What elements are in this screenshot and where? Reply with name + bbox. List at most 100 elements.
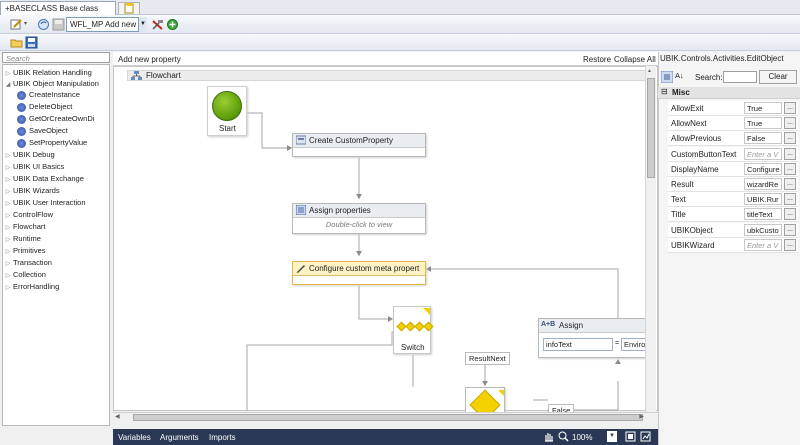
expand-arrow-icon[interactable]: ▷ <box>5 153 11 159</box>
tools-icon[interactable] <box>151 18 164 31</box>
horizontal-scrollbar[interactable]: ◀ ▶ <box>113 412 658 422</box>
ellipsis-button[interactable]: ... <box>784 117 796 130</box>
ellipsis-button[interactable]: ... <box>784 178 796 190</box>
expand-arrow-icon[interactable]: ▷ <box>5 189 11 195</box>
expand-arrow-icon[interactable]: ▷ <box>5 201 11 207</box>
toolbox-category[interactable]: ▷ErrorHandling <box>3 281 60 293</box>
refresh-icon[interactable] <box>37 18 50 31</box>
expand-arrow-icon[interactable]: ▷ <box>5 213 11 219</box>
misc-category-header[interactable]: ⊟ Misc <box>658 87 800 99</box>
property-value-field[interactable]: True <box>744 117 782 130</box>
toolbox-item[interactable]: CreateInstance <box>3 89 80 101</box>
expand-arrow-icon[interactable]: ▷ <box>5 285 11 291</box>
property-value-field[interactable]: Enter a V <box>744 238 782 251</box>
toolbox-item[interactable]: SetPropertyValue <box>3 137 87 149</box>
workflow-combo-dropdown-icon[interactable]: ▼ <box>138 17 147 32</box>
property-value-field[interactable]: titleText <box>744 208 782 221</box>
ellipsis-button[interactable]: ... <box>784 223 796 236</box>
toolbox-item[interactable]: DeleteObject <box>3 101 72 113</box>
property-value-field[interactable]: True <box>744 102 782 114</box>
variables-tab[interactable]: Variables <box>118 433 151 442</box>
expand-arrow-icon[interactable]: ▷ <box>5 71 11 77</box>
assign-properties-activity[interactable]: Assign properties Double-click to view <box>292 203 426 234</box>
property-value-field[interactable]: Configure cus <box>744 162 782 175</box>
new-tab-button[interactable] <box>118 2 140 14</box>
zoom-dropdown-icon[interactable]: ▼ <box>607 431 617 442</box>
horizontal-scroll-thumb[interactable] <box>133 414 643 421</box>
property-value-field[interactable]: ubkCusto <box>744 223 782 236</box>
result-next-label[interactable]: ResultNext <box>465 352 510 365</box>
arguments-tab[interactable]: Arguments <box>160 433 199 442</box>
toolbox-category[interactable]: ▷Runtime <box>3 233 41 245</box>
add-icon[interactable] <box>166 18 179 31</box>
expand-arrow-icon[interactable]: ▷ <box>5 249 11 255</box>
overview-map-icon[interactable] <box>640 431 651 444</box>
pan-hand-icon[interactable] <box>543 431 554 444</box>
edit-icon[interactable] <box>10 18 23 31</box>
property-value-field[interactable]: wizardRe <box>744 178 782 190</box>
clear-button[interactable]: Clear <box>759 70 797 84</box>
ellipsis-button[interactable]: ... <box>784 193 796 206</box>
sort-alpha-icon[interactable]: A↓ <box>675 71 684 80</box>
edit-dropdown-arrow-icon[interactable]: ▾ <box>24 21 28 27</box>
expand-arrow-icon[interactable]: ▷ <box>5 177 11 183</box>
save-disabled-icon[interactable] <box>52 18 65 31</box>
save-icon[interactable] <box>25 36 38 49</box>
categorized-view-icon[interactable] <box>660 70 674 85</box>
expand-arrow-icon[interactable]: ▷ <box>5 225 11 231</box>
expand-arrow-icon[interactable]: ▷ <box>5 237 11 243</box>
start-circle-icon[interactable] <box>212 91 242 121</box>
imports-tab[interactable]: Imports <box>209 433 236 442</box>
toolbox-category[interactable]: ▷UBIK Data Exchange <box>3 173 84 185</box>
toolbox-category[interactable]: ◢UBIK Object Manipulation <box>3 78 99 90</box>
property-value-field[interactable]: Enter a V <box>744 147 782 160</box>
ellipsis-button[interactable]: ... <box>784 208 796 221</box>
toolbox-category[interactable]: ▷Primitives <box>3 245 46 257</box>
collapse-category-icon[interactable]: ⊟ <box>661 87 668 96</box>
toolbox-category[interactable]: ▷UBIK Relation Handling <box>3 67 92 79</box>
zoom-level[interactable]: 100% <box>572 433 593 442</box>
property-value-field[interactable]: UBIK.Rur <box>744 193 782 206</box>
expand-arrow-icon[interactable]: ▷ <box>5 261 11 267</box>
toolbox-category[interactable]: ▷UBIK Debug <box>3 149 55 161</box>
ellipsis-button[interactable]: ... <box>784 162 796 175</box>
toolbox-category[interactable]: ▷Flowchart <box>3 221 46 233</box>
open-folder-icon[interactable] <box>10 36 23 49</box>
expand-arrow-icon[interactable]: ▷ <box>5 273 11 279</box>
toolbox-category[interactable]: ▷Transaction <box>3 257 52 269</box>
restore-link[interactable]: Restore <box>583 55 612 64</box>
ellipsis-button[interactable]: ... <box>784 102 796 114</box>
ellipsis-button[interactable]: ... <box>784 132 796 145</box>
vertical-scroll-thumb[interactable] <box>647 78 655 178</box>
vertical-scrollbar[interactable]: ▲ <box>645 66 656 412</box>
fit-to-screen-icon[interactable] <box>625 431 636 444</box>
toolbox-category[interactable]: ▷Collection <box>3 269 46 281</box>
property-search-input[interactable] <box>723 71 757 83</box>
create-custom-property-activity[interactable]: Create CustomProperty <box>292 133 426 157</box>
configure-meta-activity[interactable]: Configure custom meta propert <box>292 261 426 285</box>
document-tab[interactable]: +BASECLASS Base class <box>0 1 116 15</box>
assign-value-field[interactable]: Environ <box>621 338 646 351</box>
assign-to-field[interactable]: infoText <box>543 338 613 351</box>
toolbox-category[interactable]: ▷ControlFlow <box>3 209 53 221</box>
zoom-icon[interactable] <box>558 431 569 444</box>
toolbox-item[interactable]: SaveObject <box>3 125 68 137</box>
expand-arrow-icon[interactable]: ▷ <box>5 165 11 171</box>
toolbox-category[interactable]: ▷UBIK UI Basics <box>3 161 65 173</box>
collapse-arrow-icon[interactable]: ◢ <box>5 82 11 88</box>
toolbox-item[interactable]: GetOrCreateOwnDi <box>3 113 94 125</box>
toolbox-category[interactable]: ▷UBIK User Interaction <box>3 197 86 209</box>
toolbox-search-input[interactable]: Search <box>2 52 110 63</box>
collapse-all-link[interactable]: Collapse All <box>614 55 656 64</box>
workflow-combo[interactable]: WFL_MP Add new <box>66 17 147 32</box>
